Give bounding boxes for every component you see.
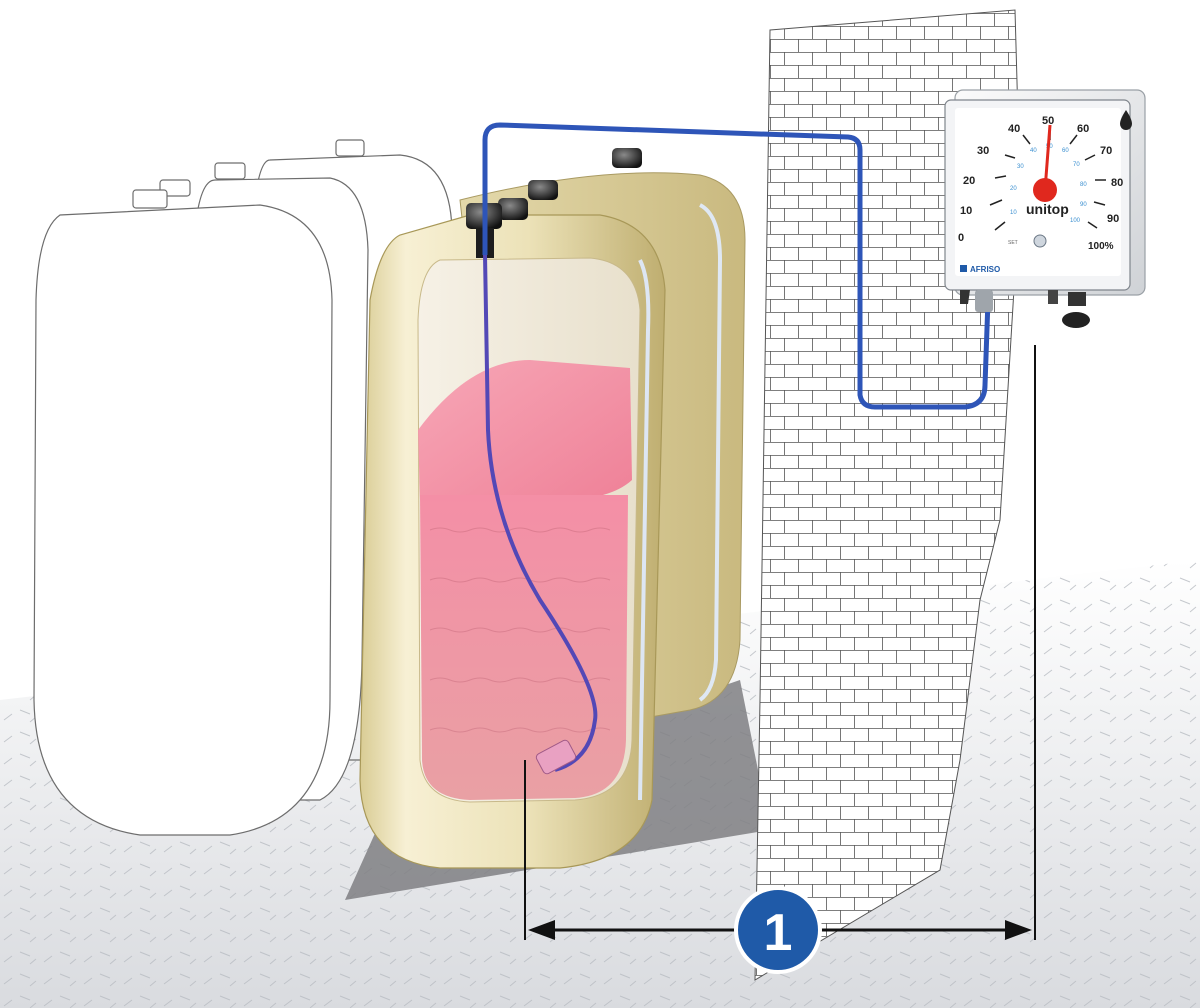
gauge-label-70: 70 [1100, 145, 1112, 157]
gauge-minor-label-70: 70 [1073, 162, 1080, 168]
gauge-minor-label-20: 20 [1010, 186, 1017, 192]
gauge-label-100: 100% [1088, 241, 1114, 252]
oil-drop-icon [1120, 110, 1132, 130]
gauge-label-50: 50 [1042, 115, 1054, 127]
gauge-set-knob [1033, 234, 1047, 248]
gauge-needle [1033, 124, 1057, 202]
gauge-brand: AFRISO [970, 265, 1000, 274]
gauge-minor-label-100: 100 [1070, 218, 1081, 224]
gauge-label-30: 30 [977, 145, 989, 157]
liquid-surface [418, 360, 632, 500]
gauge-label-0: 0 [958, 232, 964, 244]
gauge-minor-label-90: 90 [1080, 202, 1087, 208]
sensor-pipe [482, 122, 991, 772]
liquid-volume [420, 495, 628, 800]
callout-marker: 1 [734, 886, 822, 974]
gauge-set-label: SET [1008, 240, 1018, 246]
gauge-minor-label-40: 40 [1030, 148, 1037, 154]
gauge-label-40: 40 [1008, 123, 1020, 135]
gauge-label-90: 90 [1107, 213, 1119, 225]
gauge-label-10: 10 [960, 205, 972, 217]
probe [535, 739, 577, 775]
gauge-minor-label-60: 60 [1062, 148, 1069, 154]
gauge-model-name: unitop [1026, 201, 1069, 217]
gauge-label-20: 20 [963, 175, 975, 187]
gauge-label-80: 80 [1111, 177, 1123, 189]
gauge-label-60: 60 [1077, 123, 1089, 135]
gauge-minor-label-80: 80 [1080, 182, 1087, 188]
gauge-minor-label-10: 10 [1010, 210, 1017, 216]
gauge-scale-major: 0 10 20 30 40 50 60 70 80 90 100% [958, 115, 1123, 252]
callout-number: 1 [764, 904, 793, 962]
gauge-unit: 0 10 20 30 40 50 60 70 80 90 100% 10 20 … [944, 89, 1146, 328]
outline-tanks [33, 139, 453, 836]
gauge-scale-minor: 10 20 30 40 50 60 70 80 90 100 [1010, 144, 1087, 224]
gauge-minor-label-30: 30 [1017, 164, 1024, 170]
